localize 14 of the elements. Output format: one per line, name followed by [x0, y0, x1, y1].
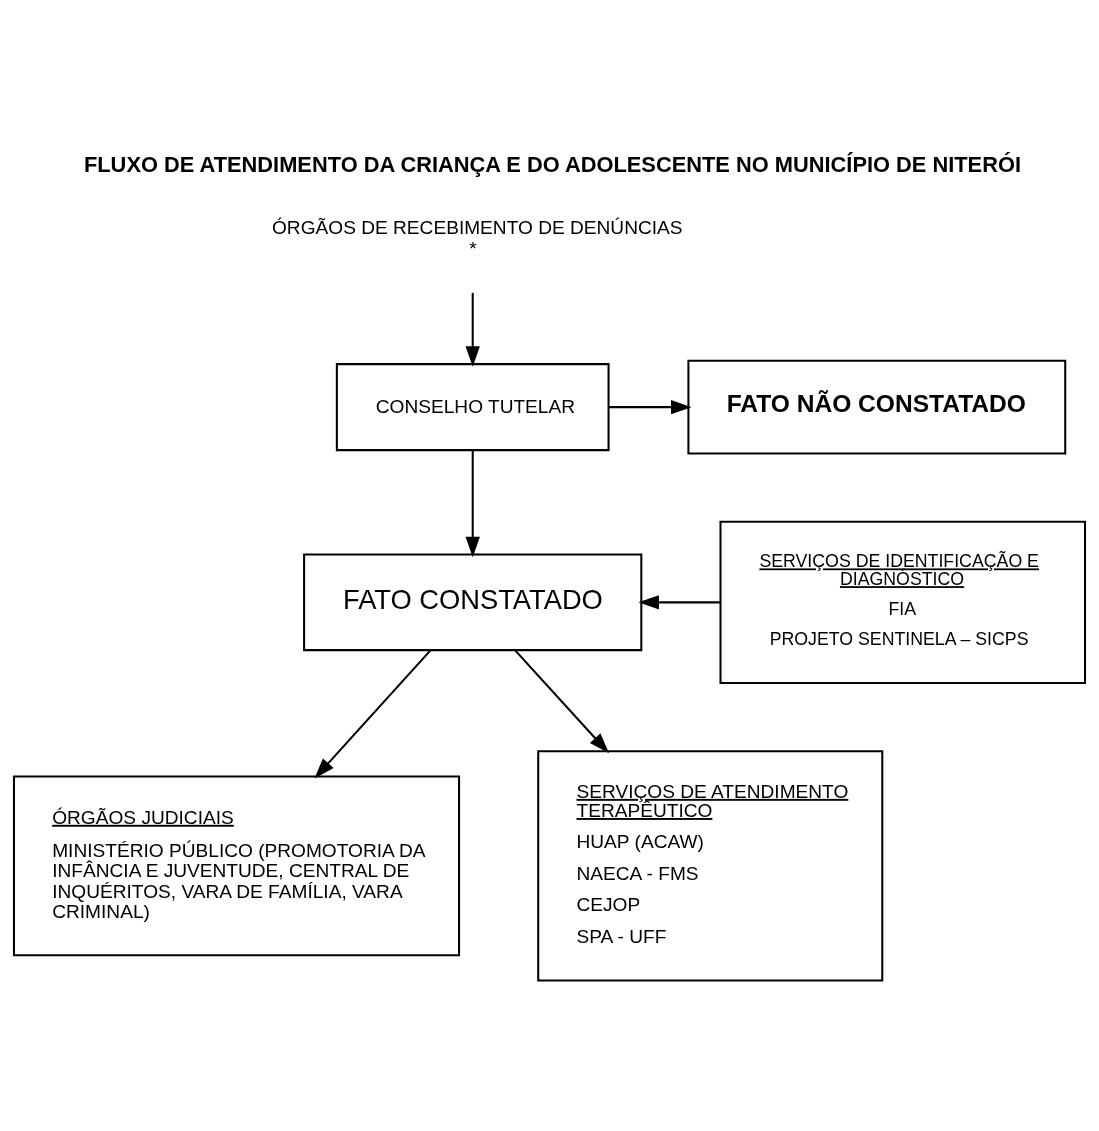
node-text: ÓRGÃOS DE RECEBIMENTO DE DENÚNCIAS * [272, 217, 683, 259]
arrow [465, 292, 480, 367]
node-box: CONSELHO TUTELAR [335, 363, 610, 452]
node-box: SERVIÇOS DE ATENDIMENTO TERAPÊUTICO HUAP (ACAW) NAECA - FMS CEJOP SPA - UFF [537, 750, 884, 982]
arrow [638, 595, 721, 610]
node-box: FATO CONSTATADO [303, 553, 643, 652]
node-box: SERVIÇOS DE IDENTIFICAÇÃO E DIAGNÓSTICO FIA PROJETO SENTINELA – SICPS [719, 520, 1087, 684]
diagram-title: FLUXO DE ATENDIMENTO DA CRIANÇA E DO ADOLESCENTE NO MUNICÍPIO DE NITERÓI [83, 152, 1021, 178]
arrow [514, 649, 609, 754]
node-box: FATO NÃO CONSTATADO [687, 359, 1067, 455]
arrow [465, 450, 480, 558]
arrow [314, 649, 432, 779]
arrow [608, 399, 692, 415]
node-box: ÓRGÃOS JUDICIAIS MINISTÉRIO PÚBLICO (PROMOTORIA DA INFÂNCIA E JUVENTUDE, CENTRAL DE INQUÉRITOS, VARA DE FAMÍLIA, VARA CRIMINAL) [12, 775, 461, 957]
